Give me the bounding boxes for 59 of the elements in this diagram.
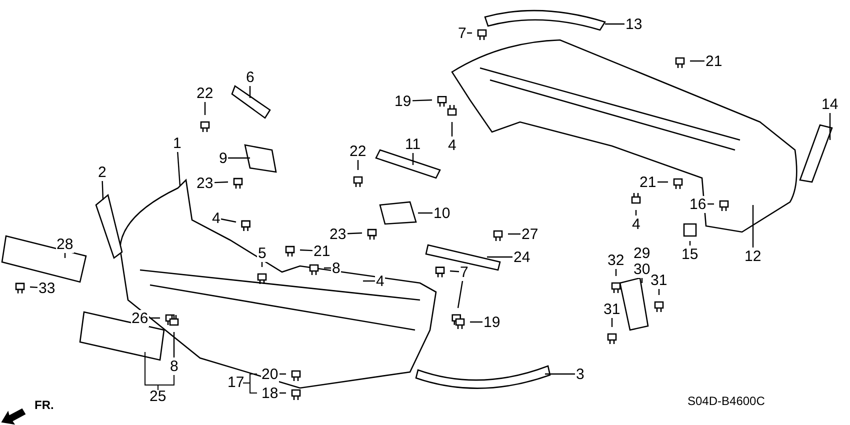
direction-note: FR. — [34, 398, 54, 412]
callout-number: 32 — [606, 252, 626, 268]
callout-number: 23 — [328, 226, 348, 242]
leader-line — [204, 102, 206, 115]
leader-line — [249, 86, 251, 98]
callout-number: 10 — [432, 204, 452, 222]
callout-number: 28 — [56, 236, 74, 252]
callout-number: 15 — [680, 246, 700, 262]
callout-number: 18 — [260, 384, 280, 402]
leader-line — [412, 152, 414, 165]
leader-line — [508, 233, 520, 235]
callout-number: 17 — [228, 374, 244, 390]
callout-number: 6 — [245, 68, 256, 86]
callout-number: 33 — [38, 280, 56, 296]
callout-number: 19 — [394, 92, 412, 110]
leader-line — [545, 373, 575, 375]
leader-line — [829, 112, 831, 140]
leader-line — [605, 23, 624, 25]
leader-line — [228, 157, 250, 159]
callout-number: 30 — [632, 260, 652, 278]
leader-line — [300, 249, 313, 252]
leader-line — [451, 122, 453, 136]
leader-line — [102, 180, 104, 200]
callout-number: 20 — [260, 366, 280, 382]
callout-number: 31 — [650, 272, 668, 288]
callout-number: 31 — [602, 300, 622, 318]
leader-line — [611, 318, 613, 327]
callout-number: 3 — [575, 366, 586, 382]
leader-line — [214, 181, 228, 184]
leader-line — [347, 232, 362, 234]
leader-line — [357, 160, 359, 170]
callout-number: 13 — [624, 16, 644, 32]
leader-line — [457, 280, 464, 308]
leader-line — [412, 99, 432, 102]
leader-line — [470, 321, 482, 323]
drawing-code: S04D-B4600C — [688, 394, 765, 408]
leader-line — [487, 256, 512, 258]
leader-line — [150, 317, 160, 319]
callout-number: 29 — [634, 246, 650, 260]
leader-line — [177, 151, 181, 186]
callout-number: 26 — [130, 310, 150, 326]
leader-line — [363, 280, 375, 282]
callout-number: 25 — [150, 388, 166, 404]
leader-line — [690, 60, 704, 62]
callout-number: 5 — [257, 244, 268, 262]
callout-number: 8 — [169, 358, 180, 374]
leader-line — [450, 270, 460, 272]
leader-line — [752, 205, 754, 248]
callout-number: 16 — [688, 196, 708, 212]
leader-line — [658, 181, 668, 183]
callout-number: 19 — [482, 314, 502, 330]
callout-number: 8 — [331, 260, 342, 276]
leader-line — [173, 332, 175, 358]
callout-number: 7 — [459, 264, 470, 280]
callout-number: 9 — [218, 150, 228, 166]
leader-line — [30, 286, 38, 288]
leader-line — [220, 218, 236, 223]
callout-number: 23 — [196, 174, 214, 192]
leader-line — [418, 212, 432, 214]
